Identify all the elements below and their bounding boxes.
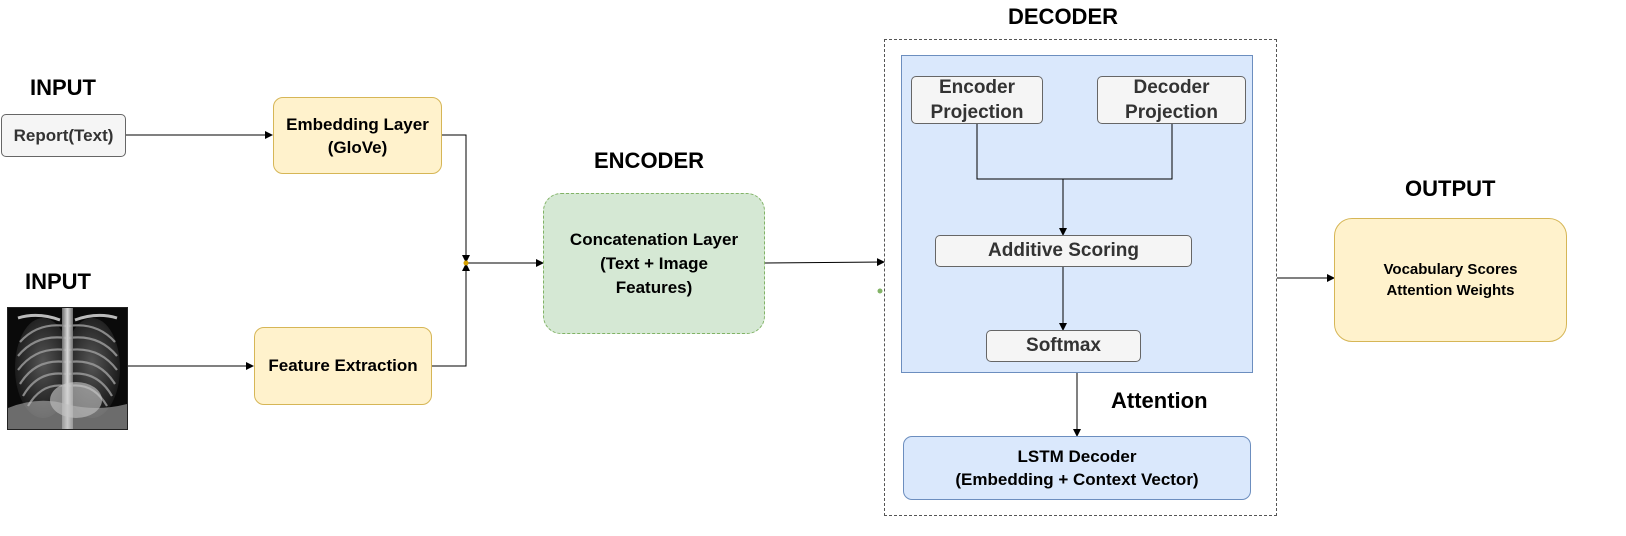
input-text-label: INPUT	[30, 75, 96, 100]
additive-scoring-node: Additive Scoring	[935, 235, 1192, 267]
report-text-node: Report(Text)	[1, 114, 126, 157]
decoder-projection-node: Decoder Projection	[1097, 76, 1246, 124]
encoder-label: ENCODER	[594, 148, 705, 173]
output-label: OUTPUT	[1405, 176, 1496, 201]
output-node: Vocabulary Scores Attention Weights	[1334, 218, 1567, 342]
input-image-label: INPUT	[25, 269, 91, 294]
concatenation-layer-node: Concatenation Layer (Text + Image Featur…	[543, 193, 765, 334]
line-embedding-to-join	[442, 134, 470, 263]
line-encproj-down	[976, 124, 1173, 180]
line-feature-to-join	[432, 263, 470, 367]
decoder-label: DECODER	[1008, 4, 1119, 29]
join-point	[463, 260, 469, 266]
embedding-layer-node: Embedding Layer (GloVe)	[273, 97, 442, 174]
lstm-decoder-node: LSTM Decoder (Embedding + Context Vector…	[903, 436, 1251, 500]
arrow-concat-to-decoder	[764, 258, 885, 267]
feature-extraction-node: Feature Extraction	[254, 327, 432, 405]
connection-dot	[877, 288, 883, 294]
encoder-projection-node: Encoder Projection	[911, 76, 1043, 124]
chest-xray-image	[7, 307, 128, 430]
decoder-container	[884, 39, 1277, 516]
softmax-node: Softmax	[986, 330, 1141, 362]
attention-label: Attention	[1111, 388, 1208, 413]
